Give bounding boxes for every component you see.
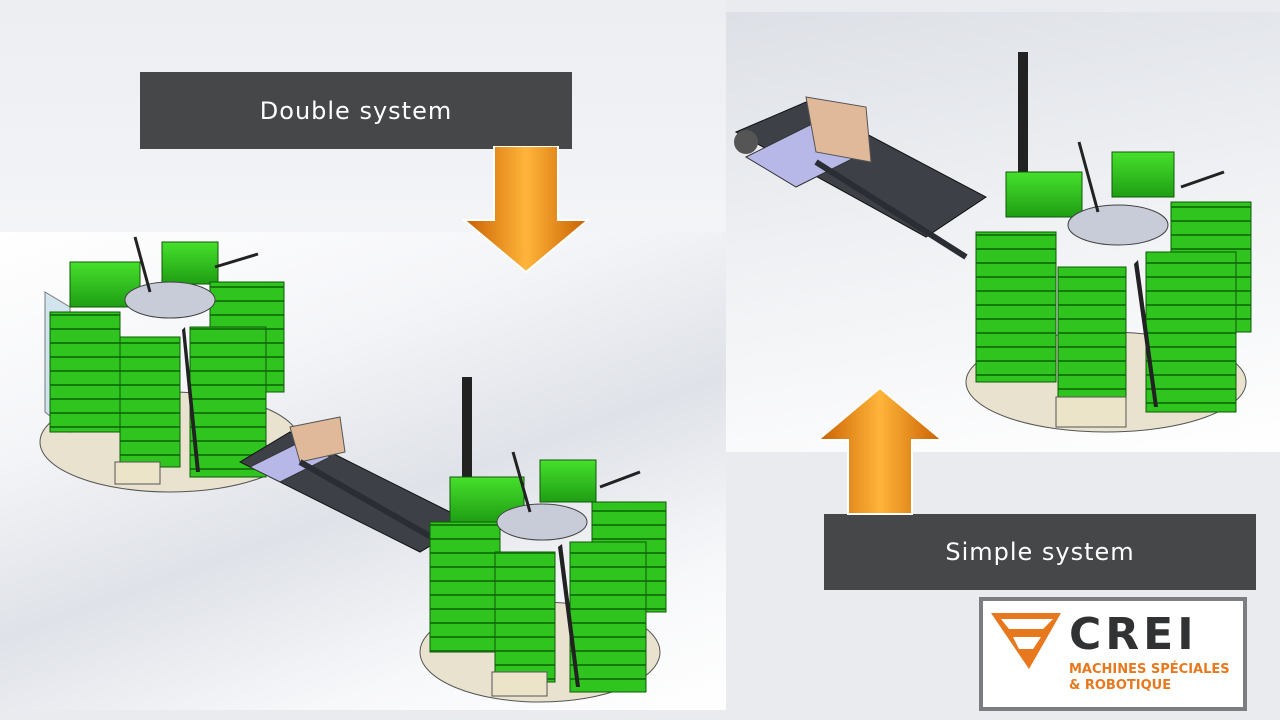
- carousel-right: [419, 451, 667, 703]
- logo-tagline-2: & ROBOTIQUE: [1069, 678, 1171, 693]
- arrow-up-icon: [816, 386, 944, 515]
- simple-system-image: [726, 12, 1280, 452]
- double-system-label: Double system: [140, 72, 572, 149]
- simple-system-label: Simple system: [824, 514, 1256, 590]
- crei-logo: CREI MACHINES SPÉCIALES & ROBOTIQUE: [979, 597, 1247, 711]
- carousel-left: [39, 236, 301, 493]
- arrow-down-icon: [462, 146, 590, 274]
- carousel: [965, 141, 1252, 433]
- conveyor: [734, 52, 1028, 260]
- logo-name: CREI: [1069, 609, 1198, 660]
- logo-tagline-1: MACHINES SPÉCIALES: [1069, 661, 1230, 677]
- double-system-image: [0, 232, 726, 710]
- conveyor: [238, 377, 472, 553]
